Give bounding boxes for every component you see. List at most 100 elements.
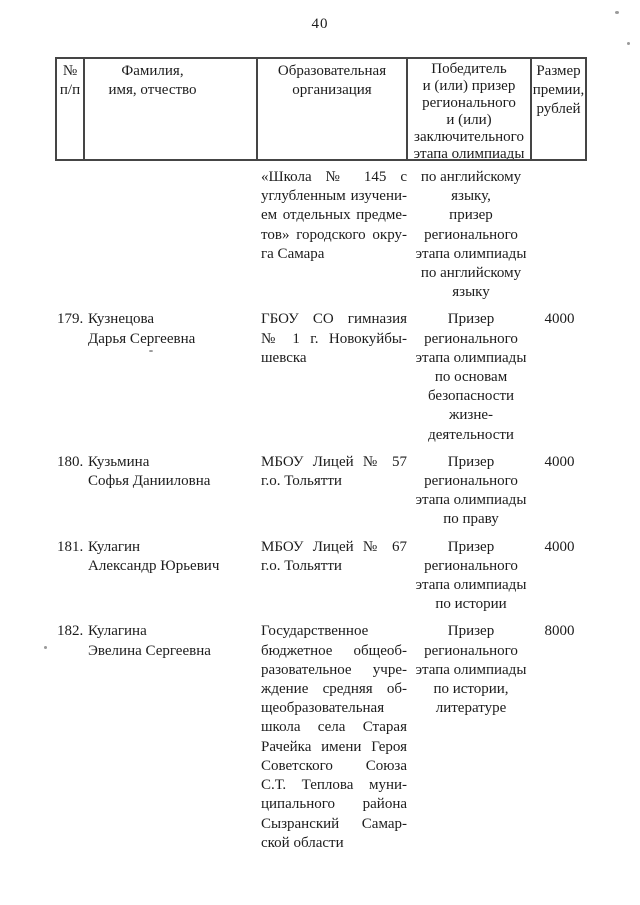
header-line: Победитель (431, 61, 507, 77)
header-line: регионального (422, 95, 516, 111)
prize-amount-cell: 4000 (532, 453, 587, 530)
table-body: «Школа № 145 с углубленным изучени-ем отд… (55, 168, 587, 853)
organization-line: ем отдельных предме- (261, 207, 407, 224)
prize-amount: 4000 (544, 538, 575, 555)
organization-line: га Самара (261, 245, 325, 262)
header-line: рублей (536, 101, 581, 117)
scan-speck (627, 42, 630, 45)
organization-cell: ГБОУ СО гимназия № 1 г. Новокуйбы-шевска (258, 310, 408, 444)
award-status-cell: Призер регионального этапа олимпиады по ист… (408, 622, 532, 852)
organization-line: ципального района (261, 796, 407, 813)
award-status-line: литературе (435, 700, 507, 717)
award-status-line: этапа олимпиады (415, 492, 527, 509)
row-number: 180. (57, 453, 84, 470)
organization-line: углубленным изучени- (261, 188, 407, 205)
organization-line: бюджетное общеоб- (261, 642, 407, 659)
award-status-line: по основам (434, 369, 508, 386)
header-line: Размер (536, 63, 581, 79)
row-number: 181. (57, 538, 84, 555)
scan-speck (44, 646, 47, 649)
header-line: и (или) (446, 112, 492, 128)
award-status-line: регионального (424, 557, 518, 574)
person-name-line: Александр Юрьевич (88, 557, 220, 574)
award-status-line: по английскому (420, 265, 522, 282)
award-status-line: деятельности (428, 426, 514, 443)
header-line: заключительного (414, 129, 524, 145)
header-line: премии, (532, 82, 585, 98)
organization-line: г.о. Тольятти (261, 473, 342, 490)
award-status-line: этапа олимпиады (415, 245, 527, 262)
organization-line: тов» городского окру- (261, 226, 407, 243)
person-name-line: Кулагина (88, 623, 147, 640)
organization-line: МБОУ Лицей № 57 (261, 453, 407, 470)
organization-cell: МБОУ Лицей № 57 г.о. Тольятти (258, 453, 408, 530)
award-status-line: по истории (435, 596, 507, 613)
organization-line: Рачейка имени Героя (261, 738, 407, 755)
organization-line: шевска (261, 349, 307, 366)
organization-line: Сызранский Самар- (261, 815, 407, 832)
prize-amount-cell (532, 168, 587, 302)
award-status-line: по английскому (420, 169, 522, 185)
person-name-line: Кузьмина (88, 453, 150, 470)
scan-speck (149, 350, 153, 352)
row-number: 182. (57, 623, 84, 640)
award-status-line: призер (449, 207, 493, 224)
person-name-line: Эвелина Сергеевна (88, 642, 211, 659)
organization-line: ждение средняя об- (261, 681, 407, 698)
organization-line: № 1 г. Новокуйбы- (261, 330, 407, 347)
award-status-line: по истории, (433, 681, 509, 698)
award-status-line: Призер (447, 538, 495, 555)
award-status-line: регионального (424, 330, 518, 347)
row-number-cell: 180. (55, 453, 85, 530)
row-number-cell (55, 168, 85, 302)
page-number: 40 (311, 16, 329, 32)
organization-line: С.Т. Теплова муни- (261, 777, 407, 794)
person-name-line: Дарья Сергеевна (88, 330, 196, 347)
scan-speck (615, 11, 619, 14)
organization-line: Государственное (261, 623, 369, 640)
header-line: № (62, 63, 78, 79)
organization-line: г.о. Тольятти (261, 557, 342, 574)
organization-cell: МБОУ Лицей № 67 г.о. Тольятти (258, 538, 408, 615)
award-status-line: по праву (443, 511, 499, 528)
prize-amount: 4000 (544, 453, 575, 470)
organization-line: Советского Союза (261, 757, 407, 774)
award-status-line: Призер (447, 453, 495, 470)
prize-amount-cell: 4000 (532, 310, 587, 444)
organization-line: щеобразовательная (261, 700, 385, 717)
award-status-line: языку, (451, 188, 491, 205)
header-line: этапа олимпиады (413, 146, 525, 159)
award-status-line: этапа олимпиады (415, 661, 527, 678)
award-status-line: этапа олимпиады (415, 349, 527, 366)
organization-line: школа села Старая (261, 719, 407, 736)
award-status-line: Призер (447, 623, 495, 640)
header-line: организация (292, 82, 372, 98)
organization-line: ской области (261, 834, 344, 851)
award-status-cell: Призер регионального этапа олимпиады по осн… (408, 310, 532, 444)
prize-amount: 4000 (544, 311, 575, 328)
table-row: «Школа № 145 с углубленным изучени-ем отд… (55, 168, 587, 302)
header-line: и (или) призер (422, 78, 516, 94)
award-status-line: регионального (424, 642, 518, 659)
organization-line: МБОУ Лицей № 67 (261, 538, 407, 555)
header-line: имя, отчество (108, 82, 197, 98)
organization-line: «Школа № 145 с (261, 169, 407, 185)
organization-line: ГБОУ СО гимназия (261, 311, 407, 328)
award-status-line: Призер (447, 311, 495, 328)
header-name: Фамилия,имя, отчество (85, 59, 258, 159)
header-prize: Размер премии, рублей (532, 59, 585, 159)
